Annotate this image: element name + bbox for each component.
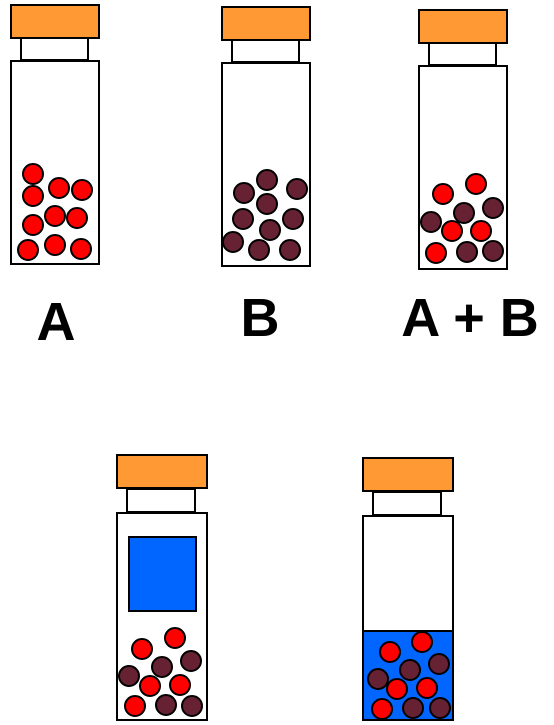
particle-b <box>428 653 450 675</box>
vial-c-neck <box>126 488 196 513</box>
particle-a <box>22 214 44 236</box>
particle-a <box>44 234 66 256</box>
vial-with-blue-liquid <box>362 457 454 721</box>
vial-a-cap <box>10 4 100 39</box>
particle-a <box>470 220 492 242</box>
particle-b <box>181 695 203 717</box>
particle-b <box>482 197 504 219</box>
vial-ab <box>418 9 508 270</box>
vial-ab-body <box>418 65 508 270</box>
particle-a <box>441 220 463 242</box>
particle-a <box>411 631 433 653</box>
particle-a <box>44 205 66 227</box>
vial-a-neck <box>20 37 89 61</box>
vial-b-particles <box>222 169 308 261</box>
particle-a <box>71 179 93 201</box>
particle-a <box>17 239 39 261</box>
vial-a <box>10 4 100 265</box>
particle-b <box>118 665 140 687</box>
particle-b <box>482 240 504 262</box>
particle-a <box>70 238 92 260</box>
particle-b <box>259 219 281 241</box>
vial-d-neck <box>372 491 442 516</box>
particle-b <box>155 694 177 716</box>
label-ab: A + B <box>401 288 539 348</box>
particle-a <box>48 177 70 199</box>
particle-a <box>22 163 44 185</box>
particle-a <box>164 627 186 649</box>
vial-d-particles <box>367 631 451 720</box>
particle-b <box>222 231 244 253</box>
particle-b <box>367 668 389 690</box>
particle-a <box>22 185 44 207</box>
vial-b <box>221 6 311 267</box>
label-a: A <box>37 292 76 352</box>
vial-a-particles <box>17 163 93 261</box>
particle-a <box>139 675 161 697</box>
particle-b <box>429 697 451 719</box>
particle-b <box>256 169 278 191</box>
vial-a-body <box>10 60 100 265</box>
vial-with-blue-square <box>116 454 208 721</box>
vial-d-cap <box>362 457 454 492</box>
particle-a <box>416 677 438 699</box>
vial-ab-neck <box>428 42 497 66</box>
particle-b <box>256 193 278 215</box>
label-b: B <box>241 288 280 348</box>
particle-a <box>432 183 454 205</box>
vial-b-cap <box>221 6 311 41</box>
particle-b <box>248 239 270 261</box>
particle-a <box>425 242 447 264</box>
vial-c-particles <box>118 627 203 717</box>
particle-a <box>465 173 487 195</box>
particle-b <box>453 202 475 224</box>
particle-b <box>282 208 304 230</box>
particle-a <box>386 678 408 700</box>
particle-a <box>371 698 393 720</box>
particle-a <box>379 641 401 663</box>
particle-a <box>66 207 88 229</box>
particle-b <box>233 182 255 204</box>
particle-b <box>420 211 442 233</box>
particle-a <box>131 638 153 660</box>
vial-ab-particles <box>420 173 504 264</box>
particle-b <box>456 241 478 263</box>
particle-b <box>286 178 308 200</box>
particle-a <box>124 695 146 717</box>
vial-b-neck <box>231 39 300 63</box>
blue-square <box>128 536 197 612</box>
vial-ab-cap <box>418 9 508 44</box>
particle-b <box>279 239 301 261</box>
particle-a <box>169 674 191 696</box>
particle-b <box>151 656 173 678</box>
particle-b <box>399 659 421 681</box>
particle-b <box>232 208 254 230</box>
particle-b <box>402 697 424 719</box>
particle-b <box>180 650 202 672</box>
vial-c-cap <box>116 454 208 489</box>
